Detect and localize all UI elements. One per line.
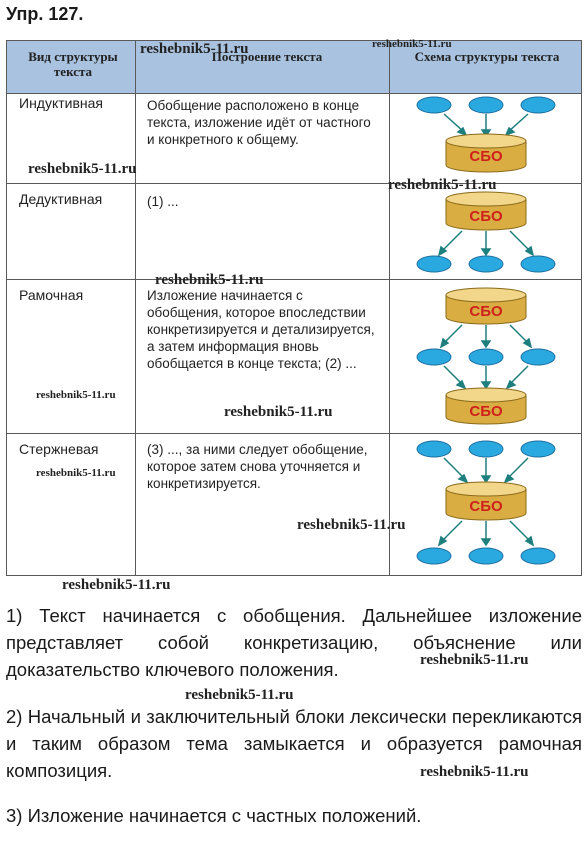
watermark: reshebnik5-11.ru [372,38,452,50]
oval-icon [468,547,504,565]
row-divider [7,183,581,184]
oval-icon [520,440,556,458]
header-construction: Построение текста [211,49,323,64]
exercise-title: Упр. 127. [6,4,84,24]
scheme-inductive: СБО [416,96,556,173]
scheme-deductive: СБО [416,191,556,273]
column-divider [135,41,136,575]
oval-icon [468,440,504,458]
row-text-frame: Изложение начинается с обобщения, которо… [147,288,375,371]
row-type-inductive: Индуктивная [19,95,104,111]
watermark: reshebnik5-11.ru [388,177,497,193]
sbo-block-icon: СБО [445,191,527,231]
sbo-label: СБО [469,148,503,165]
row-type-frame: Рамочная [19,287,84,303]
watermark: reshebnik5-11.ru [140,41,249,57]
sbo-block-icon: СБО [445,481,527,521]
oval-icon [520,255,556,273]
sbo-label: СБО [469,403,503,420]
sbo-label: СБО [469,498,503,515]
table-header: Вид структуры текста Построение текста С… [7,41,581,94]
sbo-block-icon: СБО [445,133,527,173]
row-divider [7,279,581,280]
sbo-label: СБО [469,208,503,225]
oval-icon [520,547,556,565]
row-type-core: Стержневая [19,441,99,457]
watermark: reshebnik5-11.ru [36,389,116,401]
scheme-frame: СБО СБО [416,287,556,425]
watermark: reshebnik5-11.ru [36,467,116,479]
oval-icon [468,96,504,114]
row-divider [7,433,581,434]
sbo-block-icon: СБО [445,287,527,325]
oval-icon [416,547,452,565]
watermark: reshebnik5-11.ru [155,272,264,288]
scheme-core: СБО [416,440,556,565]
structure-table: Вид структуры текста Построение текста С… [6,40,582,576]
row-text-deductive: (1) ... [147,194,179,209]
watermark: reshebnik5-11.ru [28,161,137,177]
watermark: reshebnik5-11.ru [420,764,529,780]
answer-1: 1) Текст начинается с обобщения. Дальней… [6,605,582,680]
column-divider [389,41,390,575]
watermark: reshebnik5-11.ru [185,687,294,703]
answer-2: 2) Начальный и заключительный блоки лекс… [6,706,582,781]
oval-icon [416,440,452,458]
oval-icon [520,96,556,114]
watermark: reshebnik5-11.ru [224,404,333,420]
answer-3: 3) Изложение начинается с частных положе… [6,805,422,826]
row-text-core: (3) ..., за ними следует обобщение, кото… [147,442,368,491]
sbo-label: СБО [469,303,503,320]
row-type-deductive: Дедуктивная [19,191,103,207]
oval-icon [468,255,504,273]
sbo-block-icon: СБО [445,387,527,425]
header-scheme: Схема структуры текста [414,49,560,64]
oval-icon [468,348,504,366]
watermark: reshebnik5-11.ru [297,517,406,533]
watermark: reshebnik5-11.ru [420,652,529,668]
oval-icon [520,348,556,366]
oval-icon [416,255,452,273]
oval-icon [416,348,452,366]
watermark: reshebnik5-11.ru [62,577,171,593]
header-type: Вид структуры текста [28,49,118,79]
row-text-inductive: Обобщение расположено в конце текста, из… [147,98,371,147]
oval-icon [416,96,452,114]
